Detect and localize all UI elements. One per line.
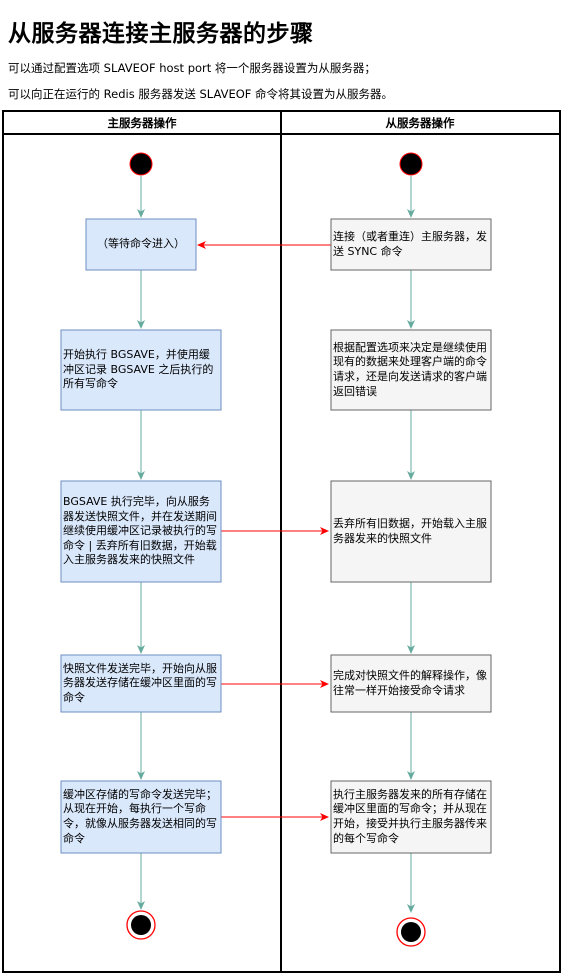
slave-step-2-text: 根据配置选项来决定是继续使用现有的数据来处理客户端的命令请求，还是向发送请求的客… [333, 340, 487, 398]
master-step-2: 开始执行 BGSAVE，并使用缓冲区记录 BGSAVE 之后执行的所有写命令 [60, 329, 222, 411]
slave-step-3: 丢弃所有旧数据，开始载入主服务器发来的快照文件 [330, 480, 492, 583]
master-step-2-text: 开始执行 BGSAVE，并使用缓冲区记录 BGSAVE 之后执行的所有写命令 [63, 348, 214, 391]
swimlane-slave: 从服务器操作 [280, 110, 561, 973]
master-step-1: （等待命令进入） [85, 218, 197, 271]
slave-column-title: 从服务器操作 [386, 116, 455, 130]
slave-step-2: 根据配置选项来决定是继续使用现有的数据来处理客户端的命令请求，还是向发送请求的客… [330, 329, 492, 411]
master-end-node [126, 910, 156, 940]
slave-step-4: 完成对快照文件的解释操作，像往常一样开始接受命令请求 [330, 654, 492, 713]
master-step-4-text: 快照文件发送完毕，开始向从服务器发送存储在缓冲区里面的写命令 [63, 661, 217, 704]
master-step-5: 缓冲区存储的写命令发送完毕；从现在开始，每执行一个写命令，就像从服务器发送相同的… [60, 780, 222, 854]
master-step-1-text: （等待命令进入） [97, 237, 185, 251]
master-start-node [129, 152, 153, 176]
slave-start-node [399, 152, 423, 176]
slave-step-4-text: 完成对快照文件的解释操作，像往常一样开始接受命令请求 [333, 668, 487, 697]
intro-text-1: 可以通过配置选项 SLAVEOF host port 将一个服务器设置为从服务器… [8, 61, 376, 75]
master-step-4: 快照文件发送完毕，开始向从服务器发送存储在缓冲区里面的写命令 [60, 654, 222, 713]
slave-step-5: 执行主服务器发来的所有存储在缓冲区里面的写命令；并从现在开始，接受并执行主服务器… [330, 780, 492, 854]
slave-end-node [396, 917, 426, 947]
intro-text-2: 可以向正在运行的 Redis 服务器发送 SLAVEOF 命令将其设置为从服务器… [8, 87, 394, 101]
master-step-5-text: 缓冲区存储的写命令发送完毕；从现在开始，每执行一个写命令，就像从服务器发送相同的… [63, 787, 217, 845]
slave-step-1: 连接（或者重连）主服务器，发送 SYNC 命令 [330, 218, 492, 271]
slave-step-3-text: 丢弃所有旧数据，开始载入主服务器发来的快照文件 [333, 516, 487, 545]
master-step-3-text: BGSAVE 执行完毕，向从服务器发送快照文件，并在发送期间继续使用缓冲区记录被… [63, 495, 217, 567]
master-column-title: 主服务器操作 [108, 116, 177, 130]
master-step-3: BGSAVE 执行完毕，向从服务器发送快照文件，并在发送期间继续使用缓冲区记录被… [60, 480, 222, 583]
slave-step-5-text: 执行主服务器发来的所有存储在缓冲区里面的写命令；并从现在开始，接受并执行主服务器… [333, 787, 487, 845]
page-title: 从服务器连接主服务器的步骤 [8, 21, 314, 47]
message-arrows [197, 241, 331, 821]
slave-step-1-text: 连接（或者重连）主服务器，发送 SYNC 命令 [333, 229, 487, 258]
